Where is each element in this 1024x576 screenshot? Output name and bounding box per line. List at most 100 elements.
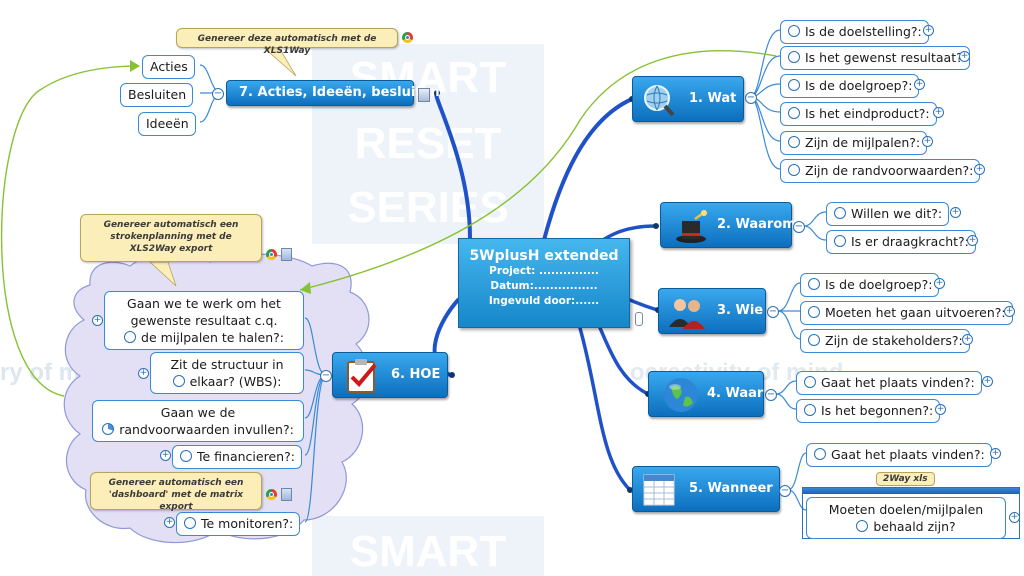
collapse-waar-toggle[interactable]: − xyxy=(765,389,777,401)
checkbox-icon[interactable] xyxy=(808,334,820,346)
progress-icon[interactable] xyxy=(102,423,115,435)
expand-icon[interactable]: + xyxy=(982,376,993,387)
checkbox-icon[interactable] xyxy=(788,25,800,37)
checkbox-icon[interactable] xyxy=(172,375,185,387)
checkbox-icon[interactable] xyxy=(808,306,820,318)
central-topic[interactable]: 5WplusH extended Project: ..............… xyxy=(458,238,630,328)
callout-dashboard: Genereer automatisch een 'dashboard' met… xyxy=(90,472,262,512)
wanneer-item-mijlpalen[interactable]: Moeten doelen/mijlpalen behaald zijn? xyxy=(806,497,1006,539)
expand-icon[interactable]: + xyxy=(959,51,970,62)
wie-item-uitvoeren[interactable]: Moeten het gaan uitvoeren?: xyxy=(800,301,1013,325)
tag-2way-xls: 2Way xls xyxy=(876,472,935,486)
globe-icon xyxy=(664,378,698,412)
relation-hoe-acties xyxy=(0,65,139,397)
collapse-wat-toggle[interactable]: − xyxy=(745,92,757,104)
wat-item-doelgroep[interactable]: Is de doelgroep?: xyxy=(780,74,920,98)
branch-acties-label: 7. Acties, Ideeën, besluiten xyxy=(239,85,440,100)
branch-wanneer[interactable]: 5. Wanneer xyxy=(632,466,780,512)
checkbox-icon[interactable] xyxy=(814,448,826,460)
export-icon-xls1way xyxy=(402,32,413,44)
checkbox-icon[interactable] xyxy=(834,207,846,219)
expand-icon[interactable]: + xyxy=(92,315,103,326)
checkbox-icon[interactable] xyxy=(808,278,820,290)
branch-acties[interactable]: 7. Acties, Ideeën, besluiten xyxy=(226,80,440,106)
relation-resultaat-hoe xyxy=(299,50,777,291)
checkbox-icon[interactable] xyxy=(856,520,869,532)
wanneer-item-plaats[interactable]: Gaat het plaats vinden?: xyxy=(806,443,992,467)
wat-item-randvoorwaarden[interactable]: Zijn de randvoorwaarden?: xyxy=(780,159,981,183)
acties-item-besluiten[interactable]: Besluiten xyxy=(120,83,194,107)
branch-waarom[interactable]: 2. Waarom xyxy=(660,202,796,248)
expand-icon[interactable]: + xyxy=(934,278,945,289)
branch-waar[interactable]: 4. Waar xyxy=(648,371,764,417)
checkbox-icon[interactable] xyxy=(804,376,816,388)
branch-hoe-label: 6. HOE xyxy=(391,367,441,382)
branch-wat[interactable]: 1. Wat xyxy=(632,76,744,122)
hoe-item-randvoorwaarden[interactable]: Gaan we de randvoorwaarden invullen?: xyxy=(92,400,304,442)
watermark-smart-bottom: SMART xyxy=(350,527,507,576)
expand-icon[interactable]: + xyxy=(922,136,933,147)
checkbox-icon[interactable] xyxy=(788,79,800,91)
chrome-icon xyxy=(402,32,413,43)
checkbox-icon[interactable] xyxy=(788,51,800,63)
wie-item-doelgroep[interactable]: Is de doelgroep?: xyxy=(800,273,940,297)
checkbox-icon[interactable] xyxy=(788,136,800,148)
hoe-item-werk[interactable]: Gaan we te werk om het gewenste resultaa… xyxy=(104,291,304,350)
collapse-wanneer-toggle[interactable]: − xyxy=(779,485,791,497)
export-icons-dashboard xyxy=(266,488,292,501)
hoe-item-monitoren[interactable]: Te monitoren?: xyxy=(176,512,301,536)
expand-icon[interactable]: + xyxy=(974,164,985,175)
watermark-series: SERIES xyxy=(347,183,508,232)
document-icon xyxy=(281,488,292,501)
hoe-item-financieren[interactable]: Te financieren?: xyxy=(172,445,302,469)
expand-icon[interactable]: + xyxy=(1009,512,1020,523)
expand-icon[interactable]: + xyxy=(923,25,934,36)
expand-icon[interactable]: + xyxy=(967,235,978,246)
checkbox-icon[interactable] xyxy=(124,331,137,343)
checklist-icon xyxy=(347,359,377,393)
expand-icon[interactable]: + xyxy=(160,450,171,461)
branch-hoe[interactable]: 6. HOE xyxy=(332,352,448,398)
expand-icon[interactable]: + xyxy=(933,107,944,118)
checkbox-icon[interactable] xyxy=(788,164,800,176)
central-ingevuld: Ingevuld door:...... xyxy=(488,295,600,307)
expand-icon[interactable]: + xyxy=(138,368,149,379)
collapse-waarom-toggle[interactable]: − xyxy=(793,221,805,233)
magic-hat-icon xyxy=(676,209,707,243)
collapse-acties-toggle[interactable]: − xyxy=(212,88,224,100)
chrome-icon xyxy=(266,249,277,260)
checkbox-icon[interactable] xyxy=(788,107,800,119)
magnifier-globe-icon xyxy=(644,85,675,117)
collapse-hoe-toggle[interactable]: − xyxy=(320,370,332,382)
waarom-item-willen[interactable]: Willen we dit?: xyxy=(826,202,950,226)
waarom-item-draagkracht[interactable]: Is er draagkracht?: xyxy=(826,230,976,254)
expand-icon[interactable]: + xyxy=(914,79,925,90)
wat-item-resultaat[interactable]: Is het gewenst resultaat? xyxy=(780,46,970,70)
expand-icon[interactable]: + xyxy=(962,334,973,345)
wie-item-stakeholders[interactable]: Zijn de stakeholders?: xyxy=(800,329,970,353)
wat-item-doelstelling[interactable]: Is de doelstelling?: xyxy=(780,20,929,44)
checkbox-icon[interactable] xyxy=(184,517,196,529)
watermark-panel-bottom xyxy=(312,516,544,576)
checkbox-icon[interactable] xyxy=(804,404,816,416)
expand-icon[interactable]: + xyxy=(1004,306,1015,317)
acties-item-ideeen[interactable]: Ideeën xyxy=(138,112,196,136)
expand-icon[interactable]: + xyxy=(935,404,946,415)
branch-waar-label: 4. Waar xyxy=(707,386,764,401)
collapse-wie-toggle[interactable]: − xyxy=(767,306,779,318)
checkbox-icon[interactable] xyxy=(180,450,192,462)
expand-icon[interactable]: + xyxy=(164,517,175,528)
link-wat-1 xyxy=(749,29,781,98)
wat-item-eindproduct[interactable]: Is het eindproduct?: xyxy=(780,102,937,126)
wat-item-mijlpalen[interactable]: Zijn de mijlpalen?: xyxy=(780,131,928,155)
expand-icon[interactable]: + xyxy=(990,448,1001,459)
expand-icon[interactable]: + xyxy=(950,207,961,218)
checkbox-icon[interactable] xyxy=(834,235,846,247)
hoe-item-structuur[interactable]: Zit de structuur in elkaar? (WBS): xyxy=(150,352,304,394)
acties-item-acties[interactable]: Acties xyxy=(142,55,195,79)
waar-item-begonnen[interactable]: Is het begonnen?: xyxy=(796,399,941,423)
paperclip-icon xyxy=(635,312,643,326)
branch-wie[interactable]: 3. Wie xyxy=(658,288,766,334)
watermark-reset: RESET xyxy=(355,119,502,168)
waar-item-plaats[interactable]: Gaat het plaats vinden?: xyxy=(796,371,982,395)
